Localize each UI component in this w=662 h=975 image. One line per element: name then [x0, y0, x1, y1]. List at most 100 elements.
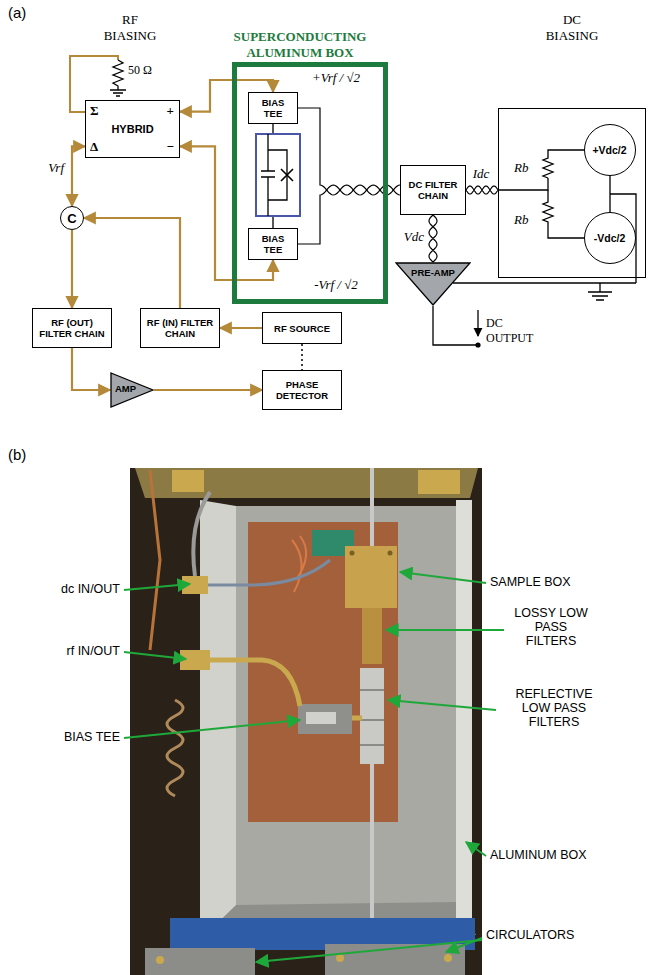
dc-connector — [301, 344, 303, 370]
bias-tee-box: BIAS TEE — [248, 92, 298, 124]
ground-wire — [453, 282, 636, 283]
photograph — [130, 468, 482, 975]
callout-label: BIAS TEE — [20, 730, 120, 744]
box-label: HYBRID — [111, 123, 153, 135]
box-label: DC FILTER CHAIN — [404, 179, 462, 201]
leader-line — [124, 652, 186, 659]
box-left-wall — [200, 500, 236, 940]
voltage-source-circle: -Vdc/2 — [584, 212, 636, 264]
top-plate — [135, 468, 478, 498]
box-label: RF (IN) FILTER CHAIN — [144, 317, 216, 339]
josephson-junction-symbol — [281, 169, 293, 181]
callout-label: rf IN/OUT — [30, 644, 120, 658]
leader-line — [124, 720, 300, 738]
signal-label: -Vrf / √2 — [300, 277, 372, 293]
capacitor-symbol — [261, 134, 287, 216]
source-label: +Vdc/2 — [592, 144, 626, 156]
box-label: PHASE DETECTOR — [266, 379, 338, 401]
signal-label: +Vrf / √2 — [300, 70, 372, 86]
brass-clamp — [418, 470, 460, 494]
port-label: − — [167, 139, 174, 155]
ground-symbol — [110, 90, 126, 96]
source-box: RF SOURCE — [262, 312, 342, 344]
connector — [336, 954, 344, 962]
resistor-symbol — [543, 190, 584, 238]
wire — [498, 178, 548, 190]
callout-label: ALUMINUM BOX — [490, 848, 587, 862]
box-label: RF (OUT) FILTER CHAIN — [36, 317, 108, 339]
bias-tee-body — [298, 704, 352, 734]
dc-connector — [429, 215, 437, 262]
wire — [292, 536, 306, 592]
ground-symbol — [588, 283, 612, 300]
signal-label: Vrf — [30, 160, 64, 176]
port-label: Σ — [90, 103, 99, 119]
leader-line — [466, 842, 486, 856]
signal-label: Vdc — [392, 229, 424, 245]
screw — [388, 551, 393, 556]
reflective-filter — [360, 668, 384, 764]
connector — [156, 956, 164, 964]
panel-label: (a) — [8, 4, 26, 21]
lossy-filter — [362, 608, 382, 664]
port-label: Δ — [90, 139, 98, 155]
dc-connector — [466, 186, 498, 194]
callout-label: dc IN/OUT — [30, 582, 120, 596]
rf-connector — [180, 650, 210, 670]
resistor-value: 50 Ω — [128, 63, 152, 78]
rf-connector — [220, 327, 262, 329]
rf-connector — [84, 218, 180, 308]
triangle-outline — [111, 373, 153, 407]
box-label: BIAS TEE — [252, 233, 294, 255]
section-heading: RF BIASING — [99, 12, 161, 44]
signal-label: Idc — [466, 166, 496, 182]
output-terminal — [475, 342, 480, 347]
bias-tee-box: BIAS TEE — [248, 228, 298, 260]
preamp-triangle: PRE-AMP — [395, 262, 471, 306]
dc-cable — [208, 560, 330, 585]
filter-box: DC FILTER CHAIN — [400, 165, 466, 215]
hybrid-box: ΣHYBRIDΔ+− — [85, 100, 180, 158]
box-back-wall — [236, 506, 458, 906]
rf-connector — [71, 230, 73, 308]
coiled-wire — [167, 700, 183, 796]
junction-box — [256, 134, 300, 216]
resistor-label: Rb — [514, 160, 528, 176]
braided-wire — [150, 470, 160, 650]
amplifier-label: PRE-AMP — [395, 267, 471, 278]
leader-line — [124, 584, 190, 590]
callout-label: CIRCULATORS — [486, 928, 574, 942]
callout-label: LOSSY LOW PASS FILTERS — [508, 606, 594, 648]
resistor-symbol — [113, 60, 123, 90]
rf-connector — [72, 146, 85, 206]
voltage-source-circle: +Vdc/2 — [584, 124, 636, 176]
screw — [350, 551, 355, 556]
box-label: BIAS TEE — [252, 97, 294, 119]
panel-label: (b) — [8, 446, 26, 463]
sample-box — [345, 546, 397, 608]
circulator — [145, 948, 255, 975]
filter-box: RF (IN) FILTER CHAIN — [140, 308, 220, 348]
superconducting-box: BIAS TEEBIAS TEESUPERCONDUCTING ALUMINUM… — [232, 62, 388, 304]
leader-lines — [124, 572, 504, 962]
filter-band — [360, 690, 384, 745]
dc-cable — [193, 492, 210, 576]
resistor-symbol — [543, 150, 584, 178]
coax-cable — [370, 764, 374, 945]
output-arrow — [477, 310, 478, 336]
triangle-outline — [396, 263, 470, 305]
filter-box: RF (OUT) FILTER CHAIN — [32, 308, 112, 348]
rf-cable — [352, 716, 362, 721]
box-heading: SUPERCONDUCTING ALUMINUM BOX — [227, 29, 373, 61]
bias-tee-tag — [306, 712, 336, 724]
box-label: RF SOURCE — [274, 323, 330, 334]
brass-clamp — [172, 470, 204, 492]
coax-cable — [370, 468, 374, 546]
dc-source-box: +Vdc/2-Vdc/2RbRb — [498, 108, 646, 278]
photo-background — [130, 468, 482, 975]
leader-line — [388, 700, 496, 710]
rf-connector — [72, 348, 110, 390]
leader-line — [400, 572, 486, 583]
